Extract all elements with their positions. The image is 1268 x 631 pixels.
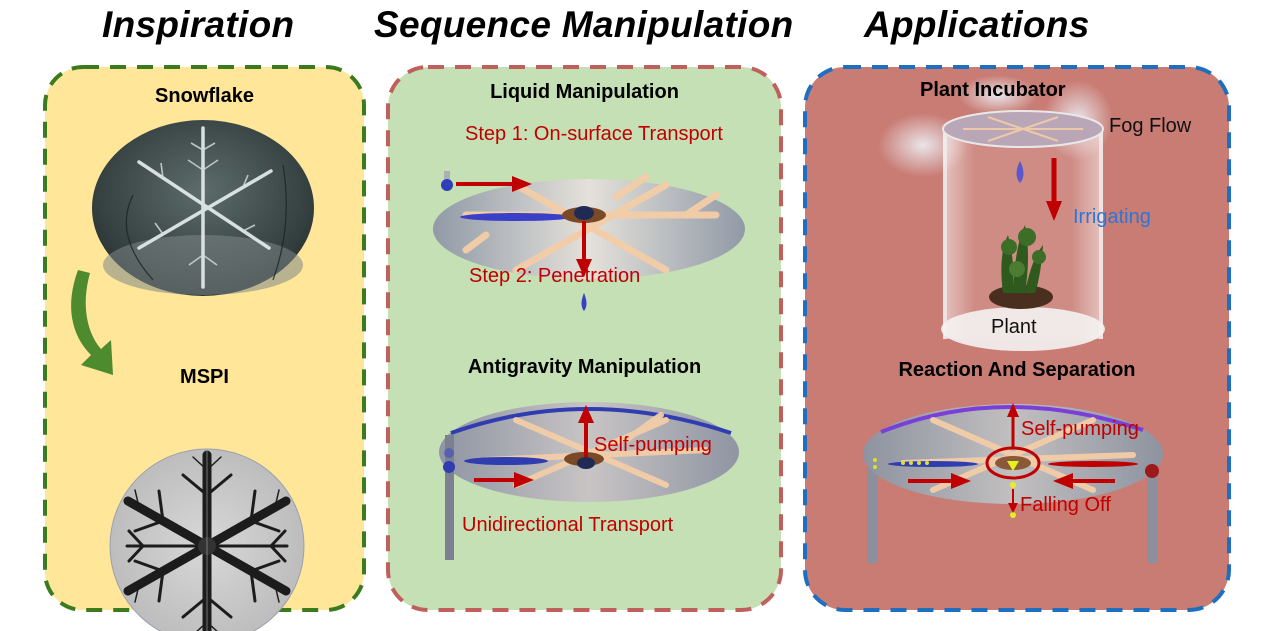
self-pumping-label: Self-pumping xyxy=(594,434,712,456)
sequence-manipulation-panel: Liquid Manipulation Step 1: On-surface T… xyxy=(386,65,783,612)
heading-sequence-manipulation: Sequence Manipulation xyxy=(374,4,794,45)
inspiration-panel: Snowflake M xyxy=(43,65,366,631)
self-pumping-label-app: Self-pumping xyxy=(1021,418,1139,440)
step1-label: Step 1: On-surface Transport xyxy=(465,123,723,145)
mspi-title: MSPI xyxy=(180,366,229,388)
unidirectional-transport-label: Unidirectional Transport xyxy=(462,514,674,536)
reaction-separation-title: Reaction And Separation xyxy=(898,359,1136,381)
fog-flow-label: Fog Flow xyxy=(1109,115,1192,137)
inspiration-panel-frame xyxy=(43,65,366,612)
snowflake-title: Snowflake xyxy=(155,85,254,107)
irrigating-label: Irrigating xyxy=(1073,206,1151,228)
falling-off-label: Falling Off xyxy=(1020,494,1111,516)
antigravity-manipulation-title: Antigravity Manipulation xyxy=(467,356,702,378)
liquid-manipulation-title: Liquid Manipulation xyxy=(490,81,679,103)
applications-panel: Plant Incubator Fog Flow Irrigating Plan… xyxy=(803,65,1231,612)
heading-inspiration: Inspiration xyxy=(102,4,295,45)
step2-label: Step 2: Penetration xyxy=(469,265,641,287)
plant-label: Plant xyxy=(991,316,1037,338)
plant-incubator-title: Plant Incubator xyxy=(920,79,1066,101)
heading-applications: Applications xyxy=(864,4,1090,45)
